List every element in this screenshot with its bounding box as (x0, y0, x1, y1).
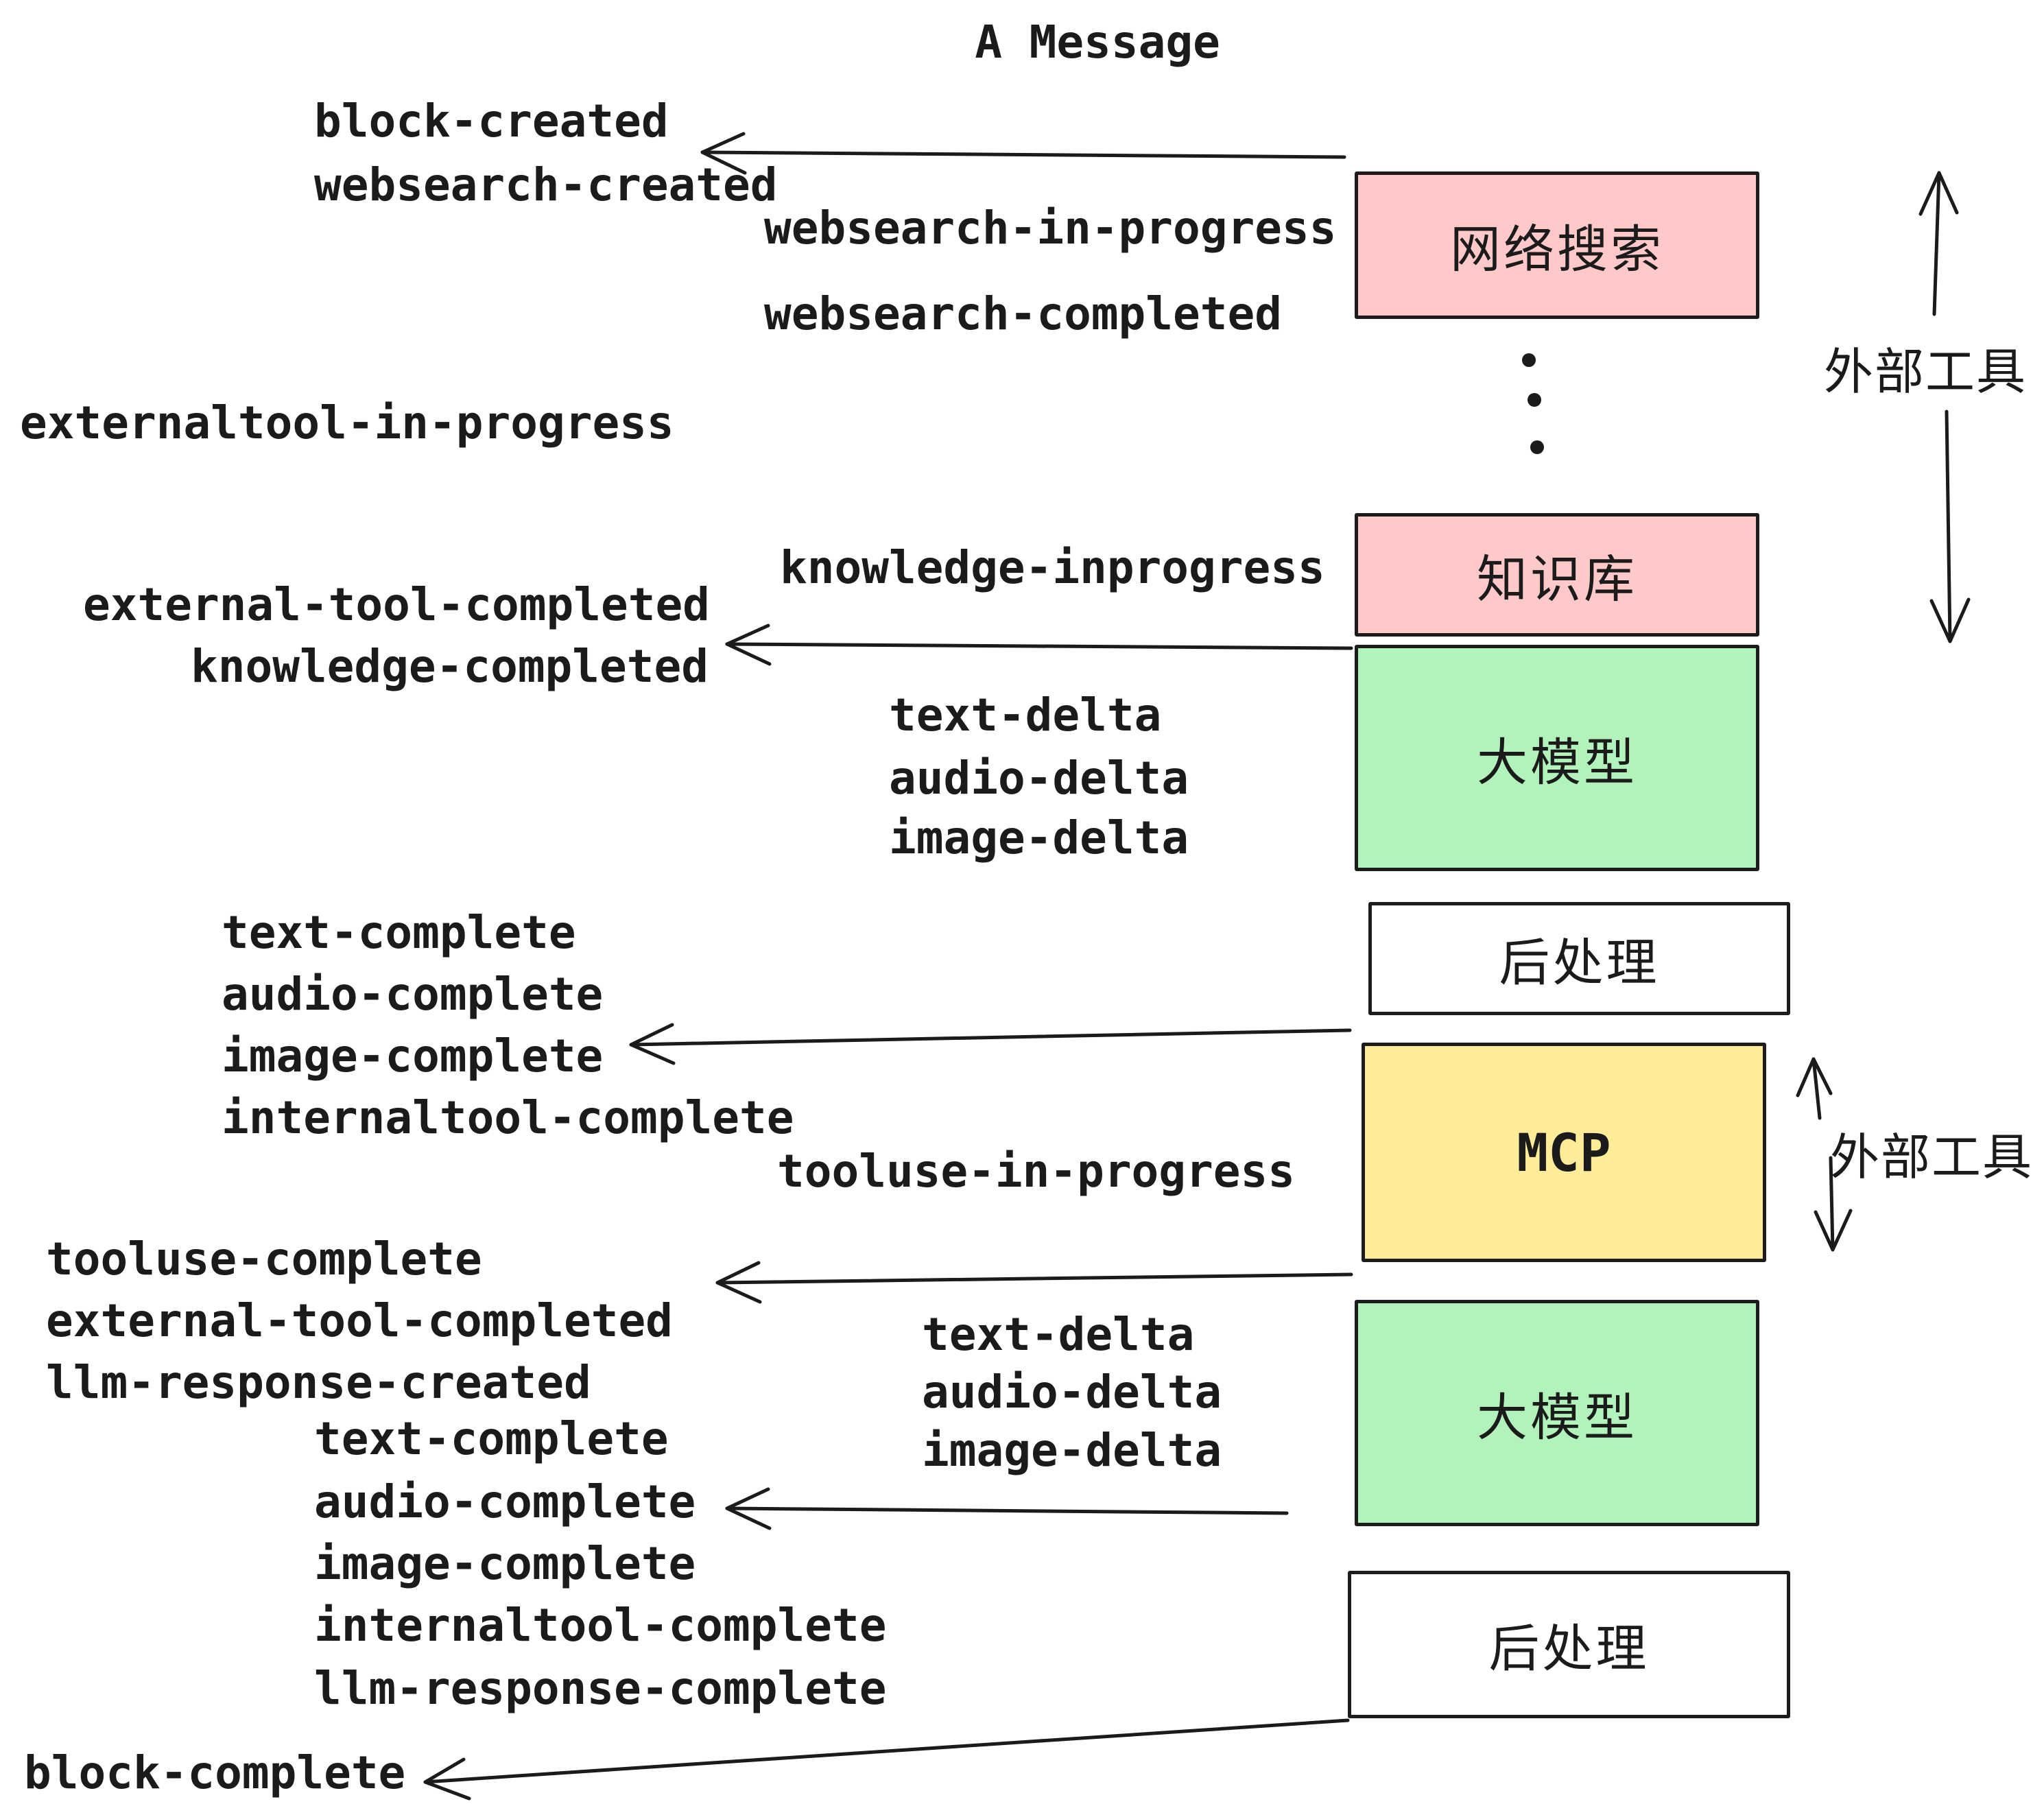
ellipsis-dots (1522, 353, 1544, 454)
event-tooluse-complete: tooluse-complete (46, 1233, 482, 1285)
box-postprocess-top-label: 后处理 (1499, 934, 1660, 991)
arrow-external-tools-mcp-down-head (1814, 1209, 1853, 1252)
event-audio-complete-1: audio-complete (222, 968, 604, 1021)
arrow-image-complete (629, 1028, 1352, 1047)
event-block-created: block-created (314, 95, 669, 147)
event-external-tool-completed-2: external-tool-completed (46, 1294, 673, 1347)
arrow-image-complete-head (629, 1023, 676, 1065)
event-websearch-in-progress: websearch-in-progress (764, 202, 1337, 254)
arrow-external-tools-mcp-up (1811, 1057, 1822, 1120)
event-knowledge-inprogress: knowledge-inprogress (780, 541, 1325, 594)
box-llm-top-label: 大模型 (1477, 733, 1637, 791)
event-audio-complete-2: audio-complete (314, 1475, 696, 1528)
ellipsis-dot-3 (1530, 440, 1544, 454)
event-internaltool-complete-2: internaltool-complete (314, 1599, 887, 1652)
box-postprocess-top: 后处理 (1368, 902, 1790, 1015)
arrow-tooluse-complete (715, 1272, 1353, 1285)
arrow-websearch-created (700, 150, 1346, 159)
ellipsis-dot-2 (1528, 393, 1541, 407)
diagram-title: A Message (975, 16, 1220, 69)
box-websearch: 网络搜索 (1355, 171, 1759, 319)
event-image-complete-1: image-complete (222, 1030, 604, 1082)
event-image-delta-2: image-delta (922, 1424, 1222, 1477)
event-tooluse-in-progress: tooluse-in-progress (777, 1145, 1295, 1198)
annotation-external-tools-top: 外部工具 (1823, 345, 2028, 400)
arrow-external-tools-top-up-head (1918, 171, 1959, 216)
event-internaltool-complete-1: internaltool-complete (222, 1091, 794, 1144)
box-postprocess-bottom: 后处理 (1348, 1571, 1790, 1718)
event-externaltool-in-progress: externaltool-in-progress (20, 396, 674, 449)
box-websearch-label: 网络搜索 (1450, 221, 1664, 278)
box-postprocess-bottom-label: 后处理 (1488, 1620, 1650, 1677)
event-knowledge-completed: knowledge-completed (191, 640, 709, 693)
arrow-audio-complete (725, 1506, 1289, 1515)
event-websearch-created: websearch-created (314, 158, 778, 211)
event-text-delta-2: text-delta (922, 1308, 1195, 1361)
event-external-tool-completed-1: external-tool-completed (83, 578, 710, 631)
ellipsis-dot-1 (1522, 353, 1536, 367)
box-llm-bottom: 大模型 (1355, 1300, 1759, 1526)
event-audio-delta-2: audio-delta (922, 1366, 1222, 1419)
box-knowledge-label: 知识库 (1477, 550, 1637, 608)
arrow-block-complete-head (423, 1757, 471, 1801)
event-audio-delta-1: audio-delta (889, 752, 1189, 805)
box-mcp: MCP (1362, 1043, 1766, 1262)
event-image-delta-1: image-delta (889, 811, 1189, 864)
arrow-block-complete (423, 1718, 1350, 1784)
event-block-complete: block-complete (24, 1746, 406, 1799)
arrow-tooluse-complete-head (715, 1261, 762, 1304)
box-llm-bottom-label: 大模型 (1477, 1388, 1637, 1446)
event-text-complete-1: text-complete (222, 906, 576, 959)
event-image-complete-2: image-complete (314, 1537, 696, 1590)
box-knowledge: 知识库 (1355, 513, 1759, 637)
arrow-knowledge-completed-head (725, 624, 772, 666)
arrow-audio-complete-head (725, 1487, 772, 1530)
arrow-external-tools-top-up (1932, 171, 1941, 316)
arrow-external-tools-mcp-up-head (1796, 1057, 1833, 1097)
arrow-external-tools-top-down-head (1929, 597, 1971, 643)
event-text-complete-2: text-complete (314, 1412, 669, 1465)
event-llm-response-created: llm-response-created (46, 1356, 591, 1409)
event-websearch-completed: websearch-completed (764, 287, 1282, 340)
box-llm-top: 大模型 (1355, 645, 1759, 871)
annotation-external-tools-mcp: 外部工具 (1829, 1130, 2034, 1185)
arrow-knowledge-completed (725, 642, 1353, 650)
event-llm-response-complete: llm-response-complete (314, 1662, 887, 1715)
event-text-delta-1: text-delta (889, 689, 1162, 741)
box-mcp-label: MCP (1517, 1121, 1611, 1183)
arrow-external-tools-top-down (1945, 410, 1952, 643)
